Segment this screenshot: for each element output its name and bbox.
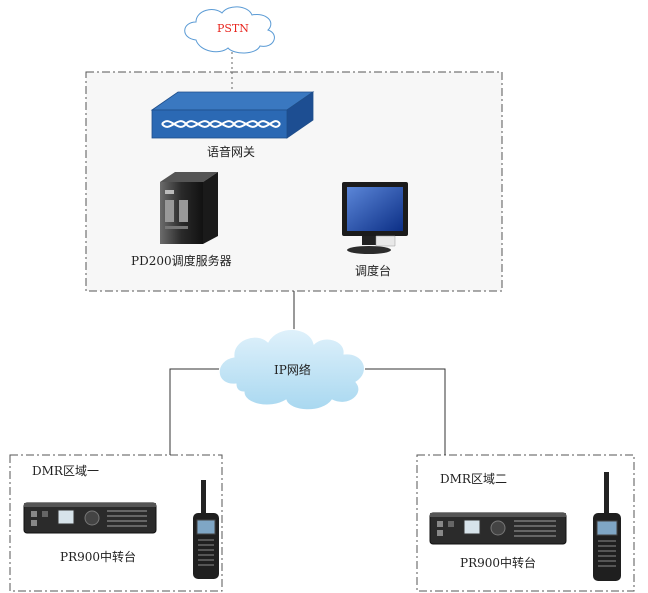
handheld-radio-1-icon xyxy=(193,480,219,579)
dispatch-console-label: 调度台 xyxy=(355,264,392,278)
ip-to-region1-line xyxy=(169,368,228,455)
pstn-label: PSTN xyxy=(217,22,249,35)
voice-gateway-icon xyxy=(150,91,315,139)
dispatch-server-label: PD200调度服务器 xyxy=(131,254,232,268)
dmr-region-2-title: DMR区域二 xyxy=(440,472,507,486)
voice-gateway-label: 语音网关 xyxy=(207,145,256,159)
repeater-1-label: PR900中转台 xyxy=(60,550,137,564)
dmr-region-1-title: DMR区域一 xyxy=(32,464,99,478)
repeater-2-icon xyxy=(429,512,567,545)
ip-network-cloud-icon xyxy=(218,329,366,411)
repeater-2-label: PR900中转台 xyxy=(460,556,537,570)
handheld-radio-2-icon xyxy=(593,472,621,581)
ip-to-region2-line xyxy=(362,368,446,455)
ip-network-label: IP网络 xyxy=(274,363,311,377)
server-icon xyxy=(160,172,218,244)
pstn-cloud-icon xyxy=(184,6,275,54)
repeater-1-icon xyxy=(23,502,157,534)
console-monitor-icon xyxy=(342,182,408,254)
